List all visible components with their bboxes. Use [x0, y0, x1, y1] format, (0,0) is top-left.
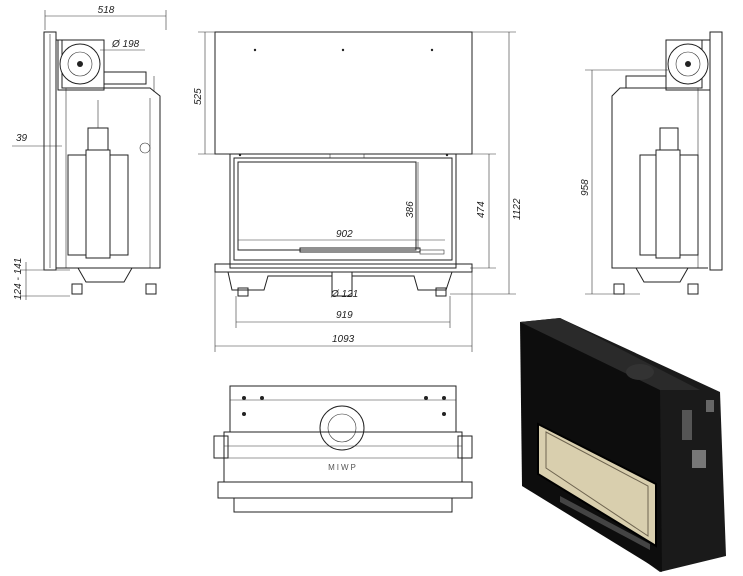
right-side-view: 958 [580, 31, 723, 295]
left-side-view: 518 Ø 198 39 124 - 141 [12, 5, 167, 300]
dim-side-offset: 39 [16, 133, 28, 144]
dim-total-width: 1093 [332, 334, 355, 345]
logo-text: MIWP [328, 463, 358, 472]
dim-air-inlet-diameter: Ø 121 [330, 289, 358, 300]
dim-side-depth: 518 [98, 5, 115, 16]
top-view: MIWP [213, 385, 473, 513]
front-view: 525 1122 474 386 902 Ø 121 [193, 31, 523, 352]
dim-total-height: 1122 [512, 198, 523, 220]
dim-glass-height: 386 [405, 201, 416, 218]
dim-base-width: 919 [336, 310, 353, 321]
dim-flue-diameter: Ø 198 [111, 39, 140, 50]
dim-glass-width: 902 [336, 229, 353, 240]
dim-front-top-height: 525 [193, 88, 204, 105]
dim-leg-height: 124 - 141 [13, 258, 24, 300]
dim-door-height: 474 [476, 201, 487, 218]
dim-right-side-height: 958 [580, 179, 591, 196]
product-render [520, 318, 726, 572]
